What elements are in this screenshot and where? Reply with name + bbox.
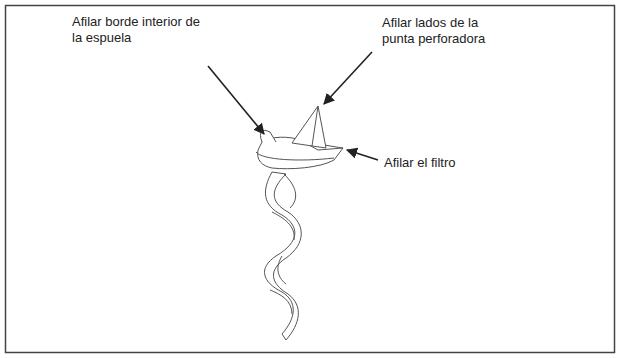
callout-label: Afilar lados de la punta perforadora	[382, 15, 506, 47]
callout-label: Afilar el filtro	[384, 155, 456, 171]
frame	[6, 6, 615, 353]
drill-bit	[208, 52, 378, 340]
callout-label: Afilar borde interior de la espuela	[72, 14, 204, 46]
